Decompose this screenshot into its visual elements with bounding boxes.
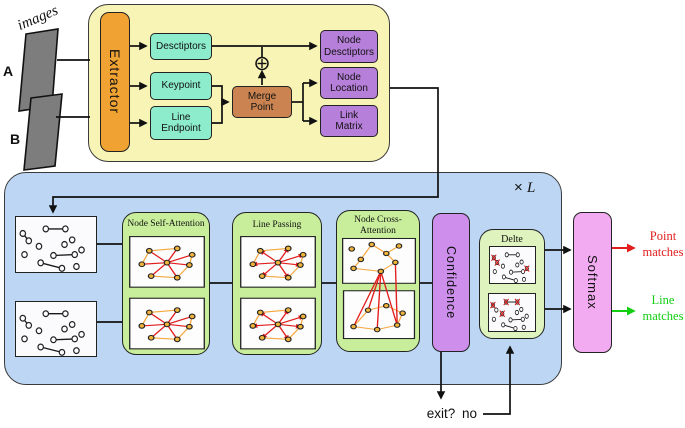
merge-point-label: Merge Point <box>247 90 277 113</box>
no-label: no <box>462 406 478 421</box>
node-self-attention-label: Node Self-Attention <box>127 219 205 229</box>
image-a-label: A <box>3 63 14 79</box>
line-passing-graph <box>240 236 316 350</box>
link-matrix-label: Link Matrix <box>335 109 363 132</box>
point-matches-line1: Point <box>649 229 677 243</box>
input-graph-box-b <box>15 301 97 357</box>
softmax-label: Softmax <box>585 255 600 310</box>
node-descriptors-label: Node Desctiptors <box>323 35 374 58</box>
image-b-label: B <box>10 131 21 147</box>
node-cross-attention-label: Node Cross-Attention <box>354 215 402 236</box>
line-passing-card: Line Passing <box>232 212 322 355</box>
link-matrix-box: Link Matrix <box>320 105 378 137</box>
exit-label: exit? <box>426 406 456 421</box>
node-self-attention-card: Node Self-Attention <box>122 212 210 355</box>
delete-graph-2 <box>490 298 529 331</box>
line-endpoint-label: Line Endpoint <box>161 111 201 134</box>
self-attention-graph <box>129 236 205 350</box>
line-matches-line2: matches <box>642 309 684 323</box>
line-matches-line1: Line <box>651 293 675 307</box>
point-matches-line2: matches <box>642 245 684 259</box>
input-graph-box-a <box>15 216 97 273</box>
extractor-label: Extractor <box>107 49 123 115</box>
line-matches-label: Line matches <box>638 292 685 324</box>
softmax-block: Softmax <box>573 212 612 353</box>
cross-attention-graph <box>342 237 416 340</box>
merge-point-box: Merge Point <box>232 86 292 118</box>
node-location-box: Node Location <box>320 67 378 99</box>
delete-graph-box-2 <box>488 293 536 332</box>
confidence-block: Confidence <box>432 213 470 352</box>
line-endpoint-box: Line Endpoint <box>150 106 212 140</box>
node-location-label: Node Location <box>330 71 368 94</box>
times-symbol: × <box>514 179 523 196</box>
delete-graph-1 <box>491 252 530 283</box>
descriptors-box: Desctiptors <box>150 33 212 60</box>
confidence-label: Confidence <box>444 245 458 320</box>
node-cross-attention-card: Node Cross-Attention <box>336 210 420 352</box>
points-graph-b <box>19 310 85 356</box>
image-sheet-a <box>18 28 59 112</box>
node-descriptors-box: Node Desctiptors <box>320 30 378 63</box>
images-label: images <box>15 2 61 34</box>
points-graph-a <box>19 225 85 272</box>
point-matches-label: Point matches <box>638 228 685 260</box>
image-sheet-b <box>23 93 63 171</box>
loop-count-label: × L <box>514 179 535 197</box>
delete-graph-box-1 <box>489 246 536 284</box>
extractor-block: Extractor <box>100 12 130 152</box>
loop-l: L <box>526 180 536 196</box>
keypoint-box: Keypoint <box>150 72 212 100</box>
delete-label: Delte <box>501 234 523 245</box>
descriptors-label: Desctiptors <box>155 40 206 52</box>
keypoint-label: Keypoint <box>161 80 201 92</box>
line-passing-label: Line Passing <box>252 220 302 230</box>
